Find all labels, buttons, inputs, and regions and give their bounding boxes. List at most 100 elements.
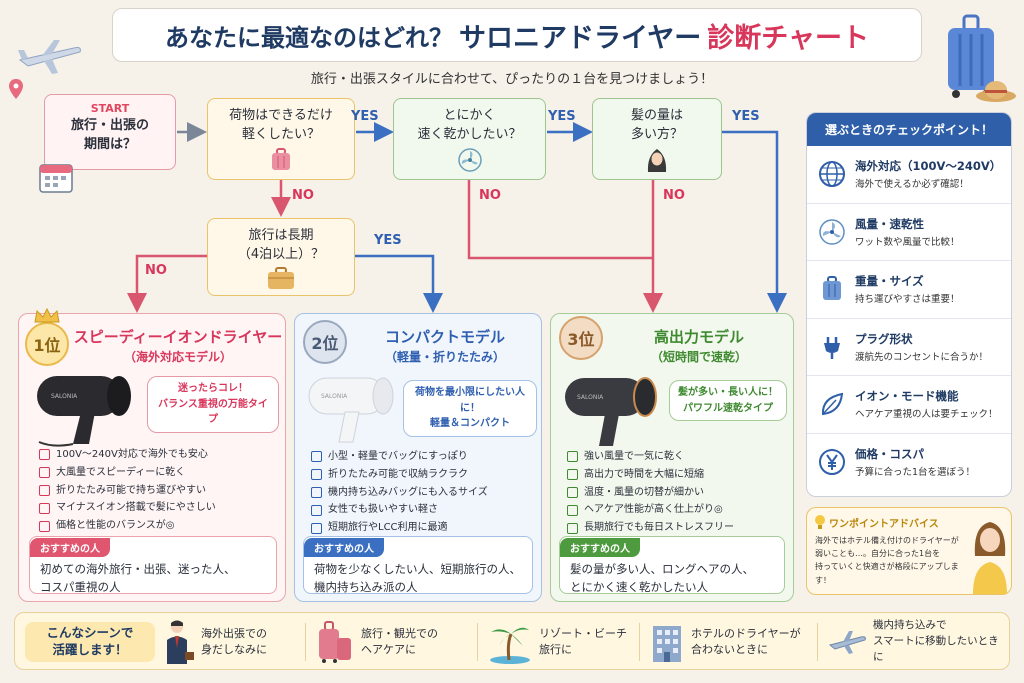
feature-item: 女性でも扱いやすい軽さ bbox=[311, 501, 541, 519]
scene-divider bbox=[477, 623, 478, 661]
advice-text: 海外ではホテル備え付けのドライヤーが 弱いことも…。自分に合った1台を 持ってい… bbox=[815, 536, 959, 585]
scene-item: 旅行・観光での ヘアケアに bbox=[315, 617, 475, 667]
scene-text: 機内持ち込みで スマートに移動したいときに bbox=[872, 619, 999, 663]
feature-item: 高出力で時間を大幅に短縮 bbox=[567, 466, 793, 484]
feature-item: 折りたたみ可能で収納ラクラク bbox=[311, 466, 541, 484]
checkpoint-title-text: イオン・モード機能 bbox=[855, 389, 959, 404]
checkpoint-panel: 選ぶときのチェックポイント！ 海外対応（100V〜240V）海外で使えるか必ず確… bbox=[806, 112, 1012, 497]
scene-item: リゾート・ビーチ 旅行に bbox=[487, 617, 637, 667]
card-3-subtitle: （短時間で速乾） bbox=[650, 350, 747, 364]
rank-badge-2: 2位 bbox=[303, 320, 347, 364]
checkpoint-title-text: 海外対応（100V〜240V） bbox=[855, 159, 1002, 174]
rank-3-label: 3位 bbox=[567, 330, 595, 349]
checkpoint-item: イオン・モード機能ヘアケア重視の人は要チェック！ bbox=[807, 376, 1011, 434]
checkpoint-title-text: 風量・速乾性 bbox=[855, 216, 924, 231]
checkpoint-item: 海外対応（100V〜240V）海外で使えるか必ず確認！ bbox=[807, 146, 1011, 204]
yen-icon bbox=[817, 447, 847, 477]
scene-divider bbox=[817, 623, 818, 661]
question-light-node: 荷物はできるだけ 軽くしたい？ bbox=[207, 98, 355, 180]
question-fast: とにかく 速く乾かしたい？ bbox=[417, 108, 522, 142]
question-fast-node: とにかく 速く乾かしたい？ bbox=[393, 98, 546, 180]
checkpoint-item: 風量・速乾性ワット数や風量で比較！ bbox=[807, 204, 1011, 261]
no-label-3: NO bbox=[663, 188, 685, 203]
advice-box: ワンポイントアドバイス 海外ではホテル備え付けのドライヤーが 弱いことも…。自分… bbox=[806, 507, 1012, 595]
dark-dryer-image: SALONIA bbox=[565, 377, 657, 446]
feature-item: 機内持ち込みバッグにも入るサイズ bbox=[311, 484, 541, 502]
businessman-icon bbox=[167, 620, 194, 664]
recommend-head: おすすめの人 bbox=[560, 538, 640, 557]
feature-item: 短期旅行やLCC利用に最適 bbox=[311, 519, 541, 537]
card-1-recommend: おすすめの人 初めての海外旅行・出張、迷った人、 コスパ重視の人 bbox=[29, 536, 277, 594]
scene-divider bbox=[639, 623, 640, 661]
recommend-head: おすすめの人 bbox=[30, 538, 110, 557]
card-3-bubble: 髪が多い・長い人に！ パワフル速乾タイプ bbox=[669, 380, 787, 421]
fan-icon bbox=[817, 217, 847, 247]
card-1-title: スピーディーイオンドライヤー bbox=[73, 328, 283, 346]
checkpoint-desc: 予算に合った1台を選ぼう！ bbox=[855, 467, 976, 479]
checkpoint-item: 重量・サイズ持ち運びやすさは重要！ bbox=[807, 261, 1011, 319]
checkpoint-desc: ワット数や風量で比較！ bbox=[855, 236, 960, 248]
rank-badge-3: 3位 bbox=[559, 316, 603, 360]
plug-icon bbox=[817, 332, 847, 362]
calendar-icon bbox=[39, 164, 73, 193]
yes-label-2: YES bbox=[548, 109, 576, 124]
crown-icon bbox=[34, 308, 60, 323]
checkpoint-title: 選ぶときのチェックポイント！ bbox=[807, 113, 1011, 146]
subtitle: 旅行・出張スタイルに合わせて、ぴったりの１台を見つけましょう！ bbox=[310, 72, 714, 87]
scene-divider bbox=[305, 623, 306, 661]
map-pin-icon bbox=[9, 79, 23, 99]
feature-item: 長期旅行でも毎日ストレスフリー bbox=[567, 519, 793, 537]
card-2-recommend: おすすめの人 荷物を少なくしたい人、短期旅行の人、 機内持ち込み派の人 bbox=[303, 536, 533, 594]
leaf-icon bbox=[817, 389, 847, 419]
feature-item: マイナスイオン搭載で髪にやさしい bbox=[39, 499, 289, 517]
card-2-features: 小型・軽量でバッグにすっぽり 折りたたみ可能で収納ラクラク 機内持ち込みバッグに… bbox=[311, 448, 541, 537]
checkpoint-title-text: 重量・サイズ bbox=[855, 274, 924, 289]
result-card-1: 1位 スピーディーイオンドライヤー （海外対応モデル） SALONIA 迷ったら… bbox=[18, 308, 289, 602]
question-hair: 髪の量は 多い方？ bbox=[630, 108, 683, 142]
question-light: 荷物はできるだけ 軽くしたい？ bbox=[229, 108, 333, 142]
black-dryer-image: SALONIA bbox=[37, 376, 131, 447]
result-card-3: 3位 高出力モデル （短時間で速乾） SALONIA 髪が多い・長い人に！ パワ… bbox=[550, 313, 794, 602]
no-label-2: NO bbox=[479, 188, 501, 203]
checkpoint-item: 価格・コスパ予算に合った1台を選ぼう！ bbox=[807, 434, 1011, 492]
checkpoint-title-text: 価格・コスパ bbox=[855, 447, 924, 462]
rank-badge-1: 1位 bbox=[25, 322, 69, 366]
no-label-4: NO bbox=[145, 263, 167, 278]
hotel-icon bbox=[653, 626, 681, 662]
result-card-2: 2位 コンパクトモデル （軽量・折りたたみ） SALONIA 荷物を最小限にした… bbox=[294, 313, 542, 602]
recommend-text: 荷物を少なくしたい人、短期旅行の人、 機内持ち込み派の人 bbox=[314, 562, 521, 594]
rank-1-label: 1位 bbox=[33, 336, 61, 355]
airplane-icon bbox=[828, 631, 866, 654]
bag-icon bbox=[268, 266, 294, 289]
card-1-features: 100V〜240V対応で海外でも安心 大風量でスピーディーに乾く 折りたたみ可能… bbox=[39, 446, 289, 535]
checkpoint-item: プラグ形状渡航先のコンセントに合うか！ bbox=[807, 319, 1011, 376]
scene-text: 旅行・観光での ヘアケアに bbox=[361, 626, 438, 657]
lightbulb-icon bbox=[815, 515, 825, 529]
card-1-bubble: 迷ったらコレ！ バランス重視の万能タイプ bbox=[147, 376, 279, 433]
pink-suitcase-icon bbox=[272, 147, 290, 170]
page-title: あなたに最適なのはどれ？ サロニアドライヤー 診断チャート bbox=[112, 8, 922, 62]
suitcase-hat-icon bbox=[948, 14, 1016, 102]
question-long: 旅行は長期 （4泊以上）？ bbox=[237, 228, 325, 262]
scene-item: 機内持ち込みで スマートに移動したいときに bbox=[827, 617, 1009, 667]
fan-icon bbox=[457, 147, 482, 172]
recommend-text: 髪の量が多い人、ロングヘアの人、 とにかく速く乾かしたい人 bbox=[570, 562, 754, 594]
card-2-title: コンパクトモデル bbox=[384, 328, 505, 346]
dryer-brand-3: SALONIA bbox=[577, 394, 604, 401]
feature-item: 温度・風量の切替が細かい bbox=[567, 484, 793, 502]
yes-label-1: YES bbox=[351, 109, 379, 124]
globe-icon bbox=[817, 159, 847, 189]
white-dryer-image: SALONIA bbox=[308, 377, 394, 443]
card-2-subtitle: （軽量・折りたたみ） bbox=[384, 350, 505, 364]
title-part1: あなたに最適なのはどれ？ bbox=[165, 23, 454, 52]
card-3-features: 強い風量で一気に乾く 高出力で時間を大幅に短縮 温度・風量の切替が細かい ヘアケ… bbox=[567, 448, 793, 537]
title-part2: サロニアドライヤー bbox=[459, 22, 702, 54]
woman-avatar bbox=[973, 522, 1007, 594]
title-part3: 診断チャート bbox=[707, 22, 869, 54]
airplane-icon bbox=[18, 40, 81, 74]
suitcase-icon bbox=[817, 274, 847, 304]
dryer-brand-2: SALONIA bbox=[321, 393, 348, 400]
luggage-icon bbox=[319, 621, 351, 663]
checkpoint-desc: 持ち運びやすさは重要！ bbox=[855, 294, 960, 306]
start-question: 旅行・出張の 期間は？ bbox=[70, 117, 149, 152]
